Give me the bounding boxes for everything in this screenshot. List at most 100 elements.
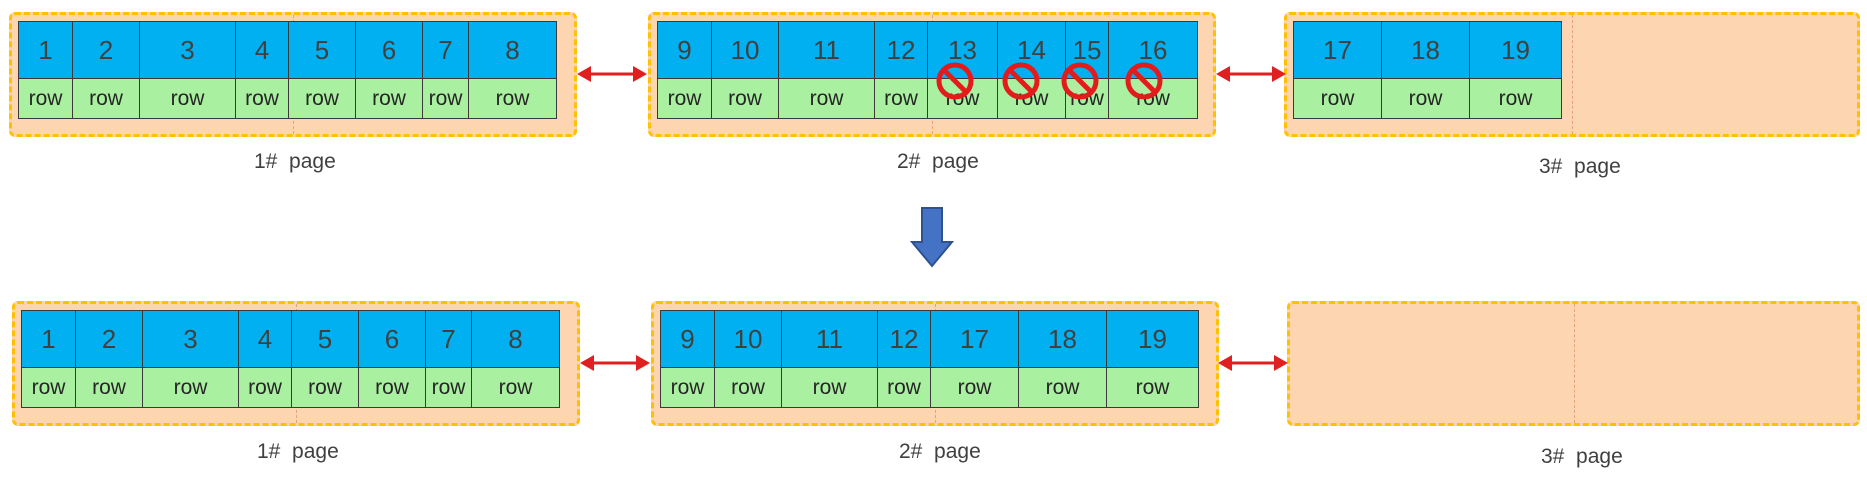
record-key: 11 [778,21,875,79]
page-label: 3# page [1539,155,1621,178]
double-arrow-icon [1216,66,1286,82]
record-key: 12 [877,310,931,368]
record-row: row [781,368,878,408]
record-key: 10 [714,310,782,368]
record-row: row [75,368,143,408]
record-row: row [1293,79,1382,119]
record-key: 1 [18,21,73,79]
record-row: row [471,368,560,408]
record-key: 9 [660,310,715,368]
record-key: 4 [238,310,292,368]
record-row: row [238,368,292,408]
record-key: 3 [139,21,236,79]
no-entry-icon [936,62,974,100]
record-row: row [874,79,928,119]
record-key: 8 [468,21,557,79]
double-arrow-icon [1218,355,1288,371]
record-key: 9 [657,21,712,79]
record-key: 2 [72,21,140,79]
record-row: row [142,368,239,408]
record-row: row [291,368,359,408]
record-row: row [1065,79,1109,119]
record-row: row [1381,79,1470,119]
record-row: row [288,79,356,119]
record-row: row [1018,368,1107,408]
record-row: row [358,368,426,408]
no-entry-icon [1061,62,1099,100]
record-row: row [425,368,472,408]
record-key: 18 [1381,21,1470,79]
double-arrow-icon [577,66,647,82]
record-row: row [235,79,289,119]
record-key: 6 [355,21,423,79]
page-label: 1# page [254,150,336,173]
record-row: row [18,79,73,119]
record-row: row [778,79,875,119]
record-row: row [877,368,931,408]
record-key: 19 [1106,310,1199,368]
record-key: 12 [874,21,928,79]
record-row: row [1106,368,1199,408]
record-key: 6 [358,310,426,368]
page-label: 1# page [257,440,339,463]
record-key: 18 [1018,310,1107,368]
record-key: 3 [142,310,239,368]
page-divider [1573,304,1575,423]
record-row: row [422,79,469,119]
record-row: row [997,79,1066,119]
record-key: 4 [235,21,289,79]
record-row: row [930,368,1019,408]
page-divider [1572,15,1573,134]
record-row: row [1469,79,1562,119]
record-key: 1 [21,310,76,368]
record-key: 10 [711,21,779,79]
record-row: row [72,79,140,119]
record-key: 2 [75,310,143,368]
record-row: row [657,79,712,119]
record-row: row [660,368,715,408]
record-row: row [21,368,76,408]
double-arrow-icon [580,355,650,371]
page-label: 2# page [899,440,981,463]
record-key: 17 [930,310,1019,368]
record-key: 17 [1293,21,1382,79]
record-row: row [714,368,782,408]
record-key: 7 [425,310,472,368]
record-row: row [468,79,557,119]
record-row: row [1108,79,1198,119]
